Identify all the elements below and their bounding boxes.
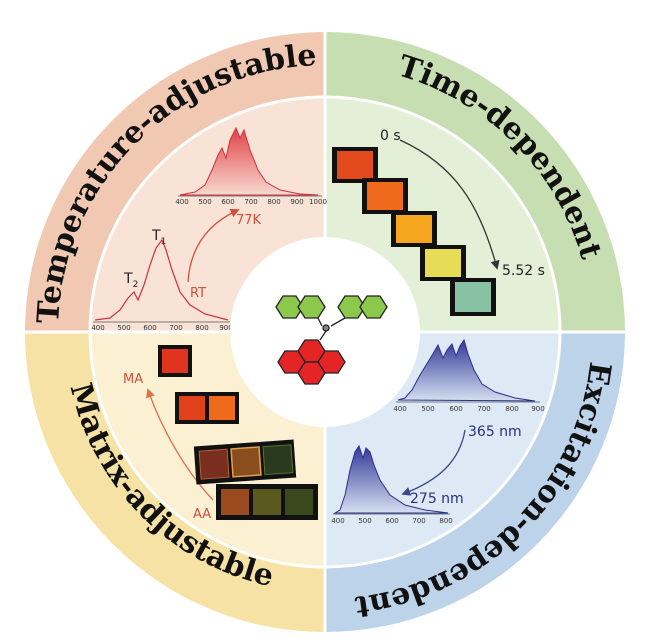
excitation-275-spectrum: [333, 444, 450, 515]
svg-text:600: 600: [449, 405, 462, 413]
excitation-365-spectrum: [396, 338, 540, 403]
svg-text:400: 400: [91, 324, 104, 332]
svg-text:400: 400: [175, 198, 188, 206]
label-365nm: 365 nm: [468, 424, 522, 440]
matrix-photo-3: [193, 439, 297, 485]
svg-text:600: 600: [143, 324, 156, 332]
matrix-arrow: [146, 388, 214, 501]
svg-text:700: 700: [477, 405, 490, 413]
label-rt: RT: [190, 286, 206, 301]
svg-text:600: 600: [221, 198, 234, 206]
svg-text:500: 500: [421, 405, 434, 413]
svg-text:400: 400: [393, 405, 406, 413]
temperature-rt-spectrum: [93, 238, 230, 323]
label-time-start: 0 s: [380, 128, 401, 144]
excitation-arrow: [401, 429, 466, 496]
molecule-structure: [275, 295, 388, 385]
label-t1: T1: [151, 228, 166, 247]
label-time-end: 5.52 s: [502, 263, 545, 279]
svg-text:400: 400: [331, 517, 344, 525]
svg-text:800: 800: [505, 405, 518, 413]
time-arrow: [399, 139, 500, 270]
svg-text:700: 700: [412, 517, 425, 525]
temperature-77k-spectrum: [178, 126, 322, 197]
matrix-sample-photos: [158, 345, 318, 520]
label-aa: AA: [193, 507, 211, 522]
svg-text:900: 900: [290, 198, 303, 206]
svg-text:900: 900: [219, 324, 232, 332]
svg-text:700: 700: [244, 198, 257, 206]
excitation-lower-axis-ticks: 400 500 600 700 800: [331, 517, 452, 525]
time-sample-photos: [332, 147, 496, 316]
temperature-arrow: [187, 208, 240, 283]
svg-text:600: 600: [385, 517, 398, 525]
svg-text:800: 800: [267, 198, 280, 206]
svg-text:800: 800: [195, 324, 208, 332]
svg-text:700: 700: [169, 324, 182, 332]
label-77k: 77K: [236, 213, 262, 228]
temperature-upper-axis-ticks: 400 500 600 700 800 900 1000: [175, 198, 327, 206]
svg-text:800: 800: [439, 517, 452, 525]
svg-text:1000: 1000: [309, 198, 327, 206]
label-ma: MA: [123, 372, 143, 387]
svg-text:500: 500: [117, 324, 130, 332]
excitation-upper-axis-ticks: 400 500 600 700 800 900: [393, 405, 544, 413]
svg-text:500: 500: [358, 517, 371, 525]
svg-text:900: 900: [531, 405, 544, 413]
label-t2: T2: [123, 271, 138, 290]
temperature-lower-axis-ticks: 400 500 600 700 800 900: [91, 324, 232, 332]
label-275nm: 275 nm: [410, 491, 464, 507]
svg-text:500: 500: [198, 198, 211, 206]
